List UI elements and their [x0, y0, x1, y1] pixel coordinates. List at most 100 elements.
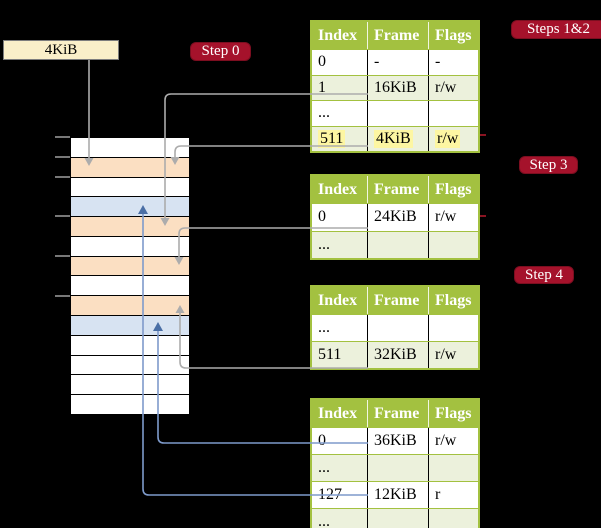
cell-flags: -: [435, 53, 441, 71]
highlighted-value: r/w: [435, 129, 461, 148]
page-table-steps-1-2: Index Frame Flags 0 - - 1 16KiB r/w ... …: [310, 20, 480, 153]
cell-flags: r/w: [429, 127, 478, 152]
header-index: Index: [312, 400, 368, 427]
table-header-row: Index Frame Flags: [312, 22, 478, 49]
table-row: 0 24KiB r/w: [312, 203, 478, 231]
memory-frame-row-orange: [70, 216, 190, 237]
table-row: 511 32KiB r/w: [312, 341, 478, 368]
cell-frame: -: [368, 50, 429, 75]
header-flags: Flags: [435, 26, 472, 44]
cell-frame: [368, 101, 429, 126]
memory-frame-row-orange: [70, 156, 190, 178]
cell-frame: 16KiB: [368, 75, 429, 100]
memory-frame-row-white: [70, 176, 190, 198]
badge-step-3: Step 3: [519, 156, 578, 174]
table-header-row: Index Frame Flags: [312, 176, 478, 203]
cell-flags: r: [435, 486, 441, 503]
memory-tick: [55, 176, 70, 178]
cell-flags: [429, 315, 478, 341]
memory-tick: [55, 136, 70, 138]
cell-flags: r/w: [435, 346, 457, 363]
header-flags: Flags: [435, 291, 472, 309]
cell-frame: 12KiB: [368, 482, 429, 508]
badge-steps-1-2-label: Steps 1&2: [527, 21, 590, 37]
cell-frame: [368, 231, 429, 258]
header-flags: Flags: [435, 404, 472, 422]
cell-flags: [429, 101, 478, 126]
cell-frame: [368, 315, 429, 341]
memory-frame-row-white: [70, 275, 190, 297]
cell-frame: 4KiB: [368, 126, 429, 151]
memory-frame-row-orange: [70, 255, 190, 277]
cell-frame: 32KiB: [368, 342, 429, 368]
cell-frame: [368, 509, 429, 528]
frame-size-box: 4KiB: [3, 40, 119, 60]
badge-step-0-label: Step 0: [201, 43, 240, 59]
memory-tick: [55, 295, 70, 297]
cell-index: 511: [312, 342, 368, 368]
page-table-step-3: Index Frame Flags 0 24KiB r/w ...: [310, 174, 480, 260]
cell-index: ...: [312, 231, 368, 258]
cell-index: ...: [312, 315, 368, 341]
memory-frame-row-white: [70, 235, 190, 257]
memory-frame-row-blue: [70, 196, 190, 218]
cell-index: 0: [312, 50, 368, 75]
table-row-highlighted: 511 4KiB r/w: [312, 125, 478, 152]
header-flags: Flags: [435, 180, 472, 198]
memory-tick: [55, 255, 70, 257]
header-frame: Frame: [368, 400, 429, 427]
badge-step-4: Step 4: [514, 266, 574, 284]
memory-tick: [55, 215, 70, 217]
table-row: ...: [312, 230, 478, 259]
highlighted-value: 511: [318, 129, 346, 148]
header-index: Index: [312, 22, 368, 49]
badge-step-3-label: Step 3: [529, 157, 568, 173]
header-frame: Frame: [368, 287, 429, 314]
cell-flags: [429, 232, 478, 259]
header-index: Index: [312, 287, 368, 314]
cell-index: ...: [312, 101, 368, 126]
memory-frame-row-orange: [70, 295, 190, 317]
table-row: 1 16KiB r/w: [312, 74, 478, 100]
memory-frame-row-white: [70, 334, 190, 356]
memory-frame-row-white: [70, 394, 190, 415]
table-row: 0 36KiB r/w: [312, 427, 478, 454]
badge-steps-1-2: Steps 1&2: [511, 20, 601, 39]
table-row: ...: [312, 314, 478, 341]
memory-tick: [55, 156, 70, 158]
memory-frame-row-white: [70, 374, 190, 396]
cell-index: 511: [312, 126, 368, 151]
memory-frame-row-white: [70, 354, 190, 376]
cell-flags: [429, 455, 478, 481]
cell-flags: r/w: [435, 208, 457, 226]
cell-frame: [368, 455, 429, 481]
header-frame: Frame: [368, 176, 429, 203]
cell-frame: 24KiB: [368, 204, 429, 231]
cell-flags: [429, 509, 478, 528]
table-row: ...: [312, 100, 478, 126]
highlighted-value: 4KiB: [374, 129, 413, 148]
table-row: ...: [312, 454, 478, 481]
table-row: 0 - -: [312, 49, 478, 75]
cell-flags: r/w: [435, 432, 457, 449]
page-table-bottom: Index Frame Flags 0 36KiB r/w ... 127 12…: [310, 398, 480, 528]
cell-frame: 36KiB: [368, 428, 429, 454]
table-row: ...: [312, 508, 478, 528]
page-table-step-4: Index Frame Flags ... 511 32KiB r/w: [310, 285, 480, 370]
physical-memory-column: [70, 137, 190, 415]
frame-size-label: 4KiB: [44, 42, 78, 58]
cell-flags: r/w: [435, 78, 457, 96]
memory-frame-row-white: [70, 137, 190, 158]
badge-step-0: Step 0: [190, 42, 251, 61]
cell-index: ...: [312, 455, 368, 481]
cell-index: 127: [312, 482, 368, 508]
cell-index: 1: [312, 75, 368, 100]
header-frame: Frame: [368, 22, 429, 49]
cell-index: ...: [312, 509, 368, 528]
badge-step-4-label: Step 4: [525, 267, 563, 283]
memory-frame-row-blue: [70, 315, 190, 336]
cell-index: 0: [312, 204, 368, 231]
table-header-row: Index Frame Flags: [312, 287, 478, 314]
header-index: Index: [312, 176, 368, 203]
